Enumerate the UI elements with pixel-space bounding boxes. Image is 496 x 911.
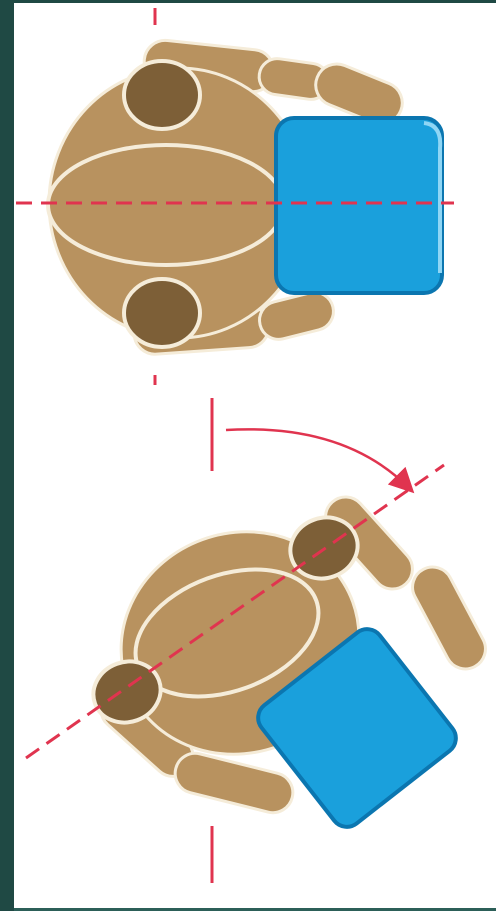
slide-left-band bbox=[0, 0, 14, 911]
diagram-canvas bbox=[14, 3, 496, 908]
head bbox=[48, 145, 284, 265]
shoulder-upper bbox=[124, 61, 200, 129]
rotation-indicator bbox=[212, 398, 409, 488]
rotation-arrow bbox=[226, 429, 409, 488]
object-block bbox=[276, 118, 442, 293]
posture-diagram bbox=[14, 3, 496, 908]
shoulder-lower bbox=[124, 279, 200, 347]
figure-rotated bbox=[26, 465, 492, 883]
figure-aligned bbox=[16, 8, 454, 385]
